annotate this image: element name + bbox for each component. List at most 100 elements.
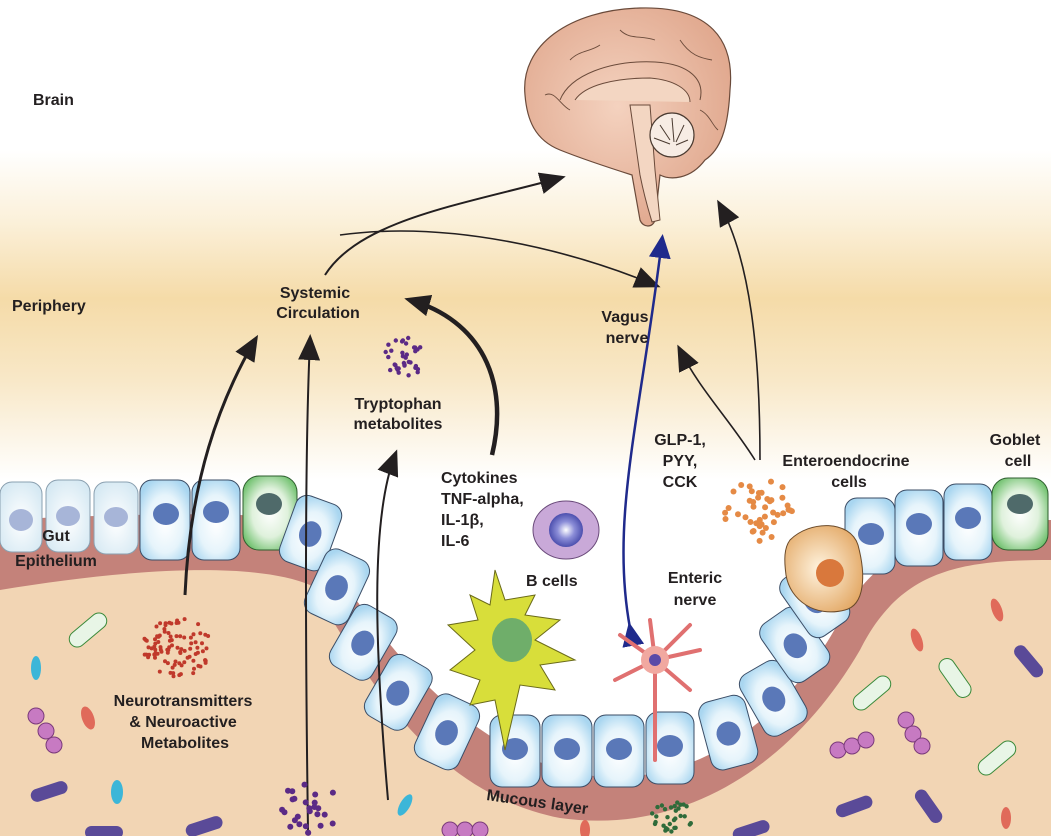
- particle: [329, 820, 336, 827]
- particle: [722, 509, 729, 516]
- particle: [748, 488, 755, 495]
- arrow-lumen-to-circulation: [298, 334, 321, 831]
- particle: [311, 804, 318, 810]
- gut-hormones-label-line1: GLP-1,: [654, 432, 706, 449]
- particle: [302, 799, 309, 806]
- arrow-eec-to-vagus: [677, 344, 756, 461]
- enteroendocrine-label-line2: cells: [831, 474, 867, 491]
- particle: [406, 359, 411, 365]
- particle: [675, 800, 680, 805]
- particle: [746, 483, 753, 490]
- particle: [406, 373, 411, 378]
- particle: [163, 659, 167, 664]
- particle: [400, 350, 405, 355]
- particle: [152, 644, 157, 649]
- particle: [165, 661, 170, 666]
- particle: [758, 489, 765, 496]
- particle: [175, 618, 180, 623]
- cytokines-label-line2: TNF-alpha,: [441, 491, 524, 508]
- enteroendocrine-label-line1: Enteroendocrine: [782, 453, 909, 470]
- particle: [678, 813, 683, 819]
- particle: [147, 652, 152, 657]
- particle: [155, 634, 160, 639]
- particle: [167, 638, 172, 643]
- particle: [667, 821, 672, 827]
- particle: [200, 649, 205, 654]
- particle: [301, 781, 308, 788]
- particle: [654, 814, 659, 819]
- particle: [393, 338, 398, 343]
- particle: [178, 634, 183, 639]
- particle: [672, 803, 677, 809]
- particle: [406, 335, 411, 341]
- particle: [153, 637, 157, 642]
- particle: [188, 646, 193, 651]
- particle: [779, 494, 786, 501]
- particle: [681, 802, 686, 807]
- cytokines-label-line1: Cytokines: [441, 470, 518, 487]
- particle: [173, 659, 178, 664]
- particle: [191, 632, 196, 637]
- particle: [662, 807, 668, 812]
- gut-hormones-label-line3: CCK: [663, 474, 698, 491]
- particle: [166, 631, 171, 635]
- particle: [193, 640, 198, 645]
- particle: [179, 647, 184, 652]
- particle: [761, 513, 768, 520]
- particle: [177, 661, 182, 666]
- b-cells-label: B cells: [526, 573, 578, 590]
- crypt-cells-bottom: [489, 694, 759, 788]
- particle: [281, 809, 288, 816]
- particle: [755, 494, 762, 501]
- particle: [669, 829, 674, 834]
- particle: [411, 345, 417, 350]
- gut-microbiota: [27, 598, 1044, 836]
- particle: [305, 829, 312, 836]
- lamina-region: [0, 545, 1051, 836]
- particle: [383, 349, 388, 355]
- particle: [652, 821, 658, 827]
- particle: [289, 788, 296, 795]
- particle: [153, 641, 158, 646]
- periphery-region-label: Periphery: [12, 298, 86, 315]
- arrow-cytokines-to-circulation: [404, 294, 500, 456]
- particle: [404, 352, 409, 357]
- particle: [154, 624, 159, 629]
- particle: [191, 671, 196, 676]
- particle: [142, 636, 147, 641]
- particle: [396, 370, 401, 375]
- particle: [200, 641, 204, 646]
- particle: [312, 791, 319, 798]
- particle: [415, 347, 420, 352]
- particle: [665, 815, 670, 820]
- particle: [158, 647, 163, 652]
- vagal-bidirectional-arrow: [622, 234, 671, 648]
- particle: [774, 511, 781, 518]
- particle: [182, 648, 187, 653]
- particle: [759, 529, 766, 536]
- pathway-arrows: [183, 172, 761, 831]
- particle: [386, 342, 391, 347]
- particle: [204, 646, 209, 651]
- particle: [735, 511, 741, 518]
- tryptophan-label-line2: metabolites: [354, 416, 443, 433]
- particle: [287, 823, 294, 830]
- particle: [191, 658, 196, 663]
- particle: [386, 354, 391, 360]
- particle: [169, 621, 174, 626]
- particle: [166, 648, 171, 652]
- particle: [682, 814, 687, 819]
- particle: [296, 821, 303, 828]
- particle: [163, 621, 168, 626]
- goblet-cell-right: [991, 477, 1049, 551]
- arrow-circulation-to-vagus: [339, 230, 661, 288]
- neurotransmitters-label-line1: Neurotransmitters: [114, 693, 253, 710]
- particle: [198, 631, 203, 636]
- particle: [146, 645, 151, 650]
- dendritic-cell: [446, 569, 577, 751]
- particle: [188, 635, 193, 640]
- particle: [142, 652, 147, 657]
- particle: [175, 645, 180, 650]
- particle: [155, 651, 160, 656]
